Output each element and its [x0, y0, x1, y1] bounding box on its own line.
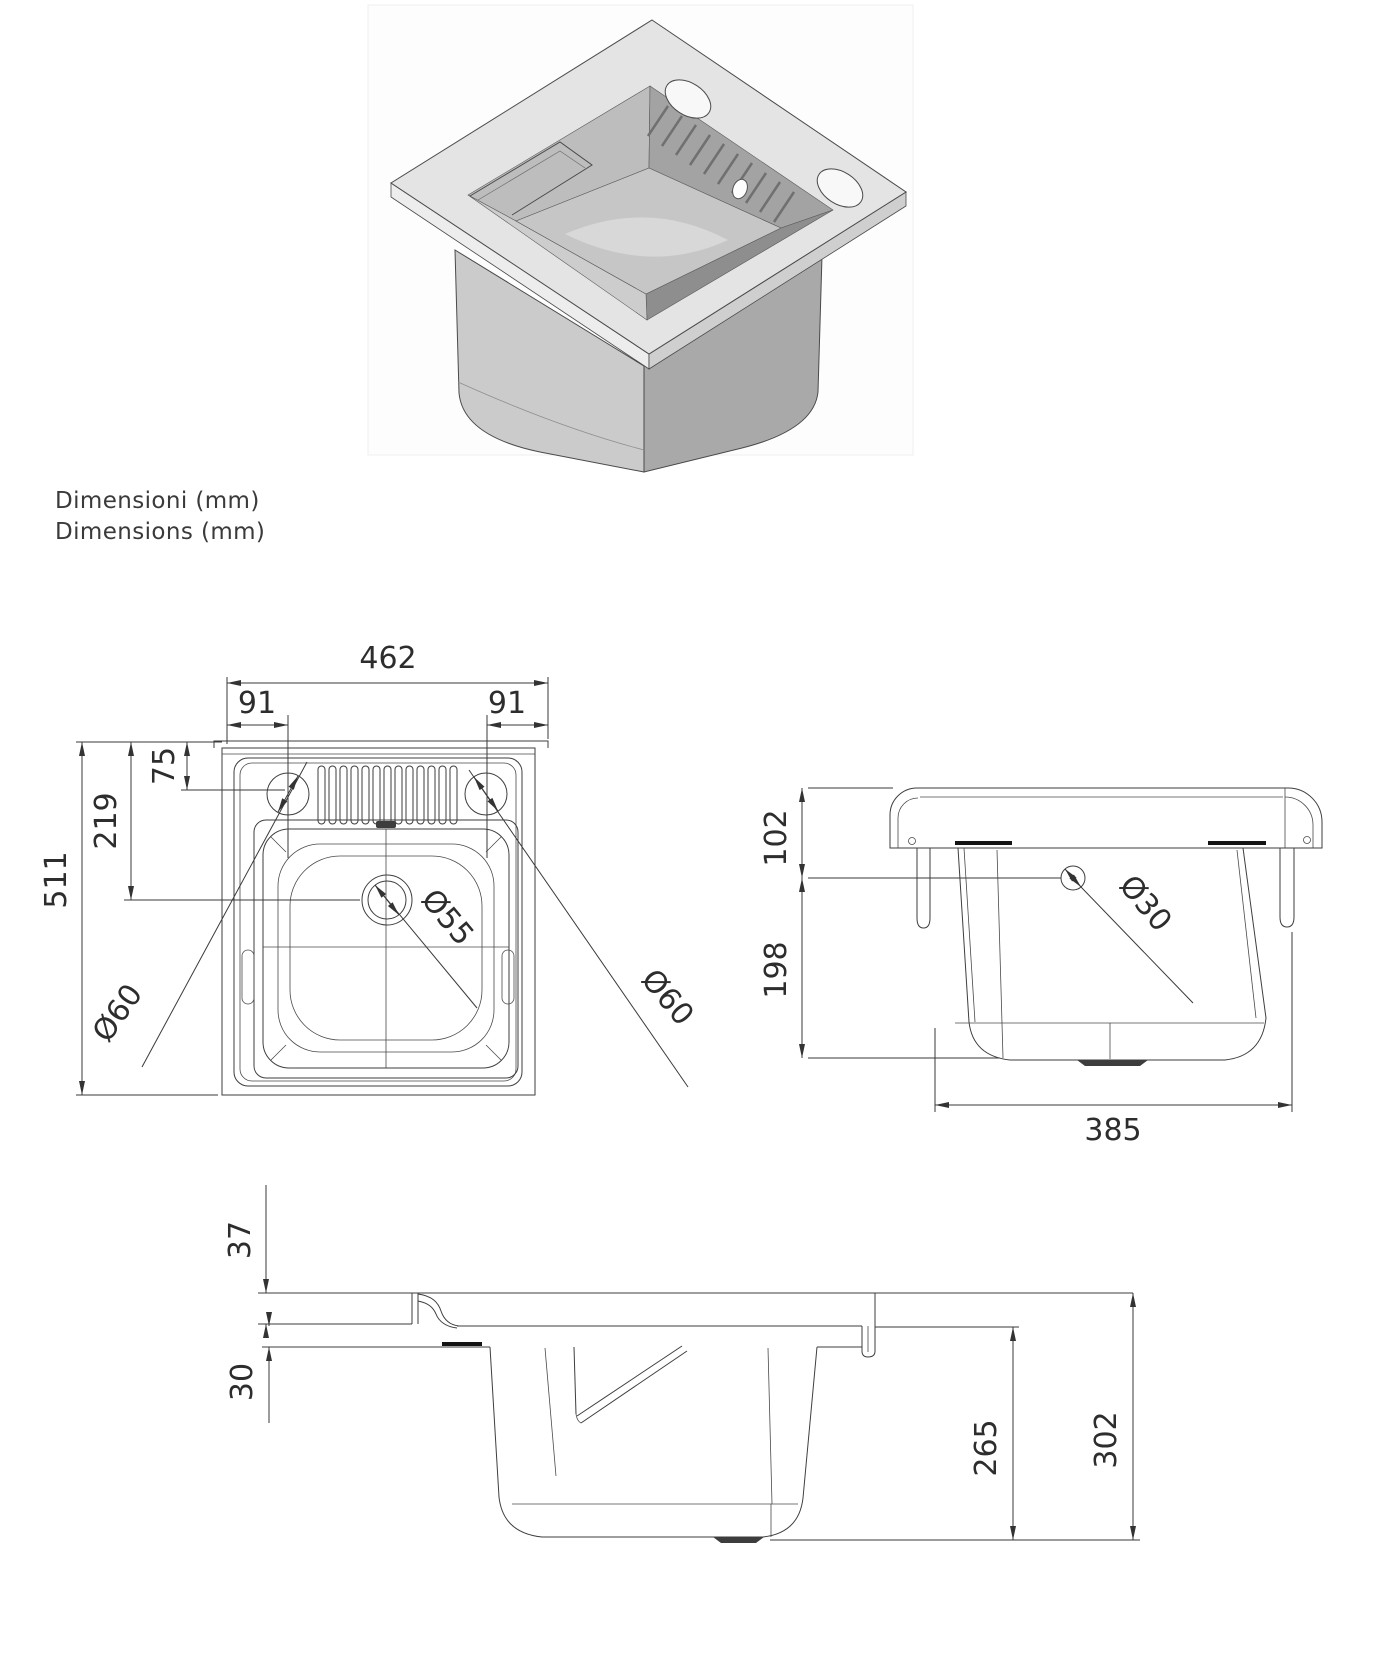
washboard-ribs-plan — [317, 765, 458, 825]
plan-dimensions: 462 91 91 75 219 511 — [39, 641, 701, 1096]
side-screw-hole-right — [1303, 836, 1311, 844]
dim-body-depth: 385 — [1084, 1113, 1141, 1148]
basin-floor-highlight — [565, 217, 728, 257]
side-dimensions: 102 198 385 Ø30 — [759, 787, 1293, 1148]
washboard-ribs-3d — [646, 105, 796, 223]
dim-overall-height: 302 — [1089, 1411, 1124, 1468]
dim-basin-height: 265 — [969, 1419, 1004, 1476]
faucet-hole-right — [464, 772, 508, 816]
dim-overflow-dia: Ø30 — [1112, 869, 1179, 939]
plan-worktop-outline — [221, 747, 536, 1096]
side-tub-interior-line — [996, 849, 1004, 1059]
section-view: 37 30 265 302 — [223, 1185, 1140, 1543]
plan-view: 462 91 91 75 219 511 — [39, 641, 701, 1096]
side-bracket-left — [916, 848, 931, 929]
dim-left-hole-offset: 91 — [238, 686, 276, 721]
faucet-hole-left-3d — [664, 79, 712, 119]
side-flange-corner-left — [897, 797, 919, 848]
side-tub-wall-left-inner — [963, 847, 976, 1023]
side-flange-corner-right — [1284, 796, 1314, 848]
soap-ledge-edge — [469, 141, 593, 216]
overflow-hole-3d — [732, 178, 748, 200]
drain-hole-inner — [367, 880, 407, 920]
title-line-english: Dimensions (mm) — [55, 519, 266, 545]
faucet-hole-right-3d — [816, 168, 864, 208]
section-dimensions: 37 30 265 302 — [223, 1185, 1136, 1540]
tub-crease — [457, 381, 645, 451]
plan-recess-inner — [239, 762, 517, 1082]
drain-hole-outer — [361, 874, 413, 926]
dim-overflow-to-base: 198 — [759, 941, 794, 998]
dim-drain-from-back: 219 — [89, 792, 124, 849]
dim-overflow-from-top: 102 — [759, 809, 794, 866]
section-front-rim — [861, 1293, 876, 1358]
tub-left-face — [454, 249, 645, 473]
side-channel-right — [501, 949, 515, 1005]
isometric-render — [367, 4, 914, 473]
section-lip — [411, 1293, 460, 1329]
side-flange-outline — [889, 787, 1323, 849]
section-tub-inner-right — [767, 1347, 773, 1505]
side-view: 102 198 385 Ø30 — [759, 787, 1323, 1148]
side-drain-boss — [1077, 1060, 1148, 1066]
section-tub-outline — [489, 1346, 818, 1538]
dim-overall-width: 462 — [359, 641, 416, 676]
soap-ledge-inner — [477, 150, 586, 201]
plan-back-edge — [213, 740, 549, 748]
dim-right-hole-dia: Ø60 — [634, 963, 701, 1033]
dimensions-title: Dimensioni (mm) Dimensions (mm) — [55, 486, 265, 548]
title-line-italian: Dimensioni (mm) — [55, 488, 260, 514]
dim-rim-thickness: 37 — [223, 1221, 258, 1259]
drain-notch — [376, 821, 396, 828]
dim-apron-height: 30 — [225, 1363, 260, 1401]
basin-corner-seams — [270, 836, 502, 1061]
dim-drain-dia: Ø55 — [414, 883, 481, 953]
section-tub-inner-left — [544, 1347, 557, 1477]
section-drain-boss — [713, 1537, 764, 1543]
tub-right-face — [643, 255, 823, 473]
section-step-vertical — [573, 1346, 577, 1415]
side-bracket-right — [1279, 848, 1295, 928]
plan-recess-outer — [233, 757, 523, 1087]
section-washboard-slope-2 — [580, 1350, 688, 1424]
dim-hole-from-back: 75 — [147, 747, 182, 785]
section-washboard-slope-1 — [576, 1345, 683, 1417]
side-screw-hole-left — [908, 837, 916, 845]
dim-left-hole-dia: Ø60 — [86, 978, 150, 1049]
dim-right-hole-offset: 91 — [488, 686, 526, 721]
basin-rim-outer — [253, 819, 519, 1079]
side-tub-wall-right-inner — [1236, 849, 1257, 1019]
section-step-corner — [575, 1413, 582, 1424]
side-channel-left — [241, 949, 255, 1005]
side-tub-outline — [957, 847, 1267, 1061]
dim-overall-depth: 511 — [39, 851, 74, 908]
